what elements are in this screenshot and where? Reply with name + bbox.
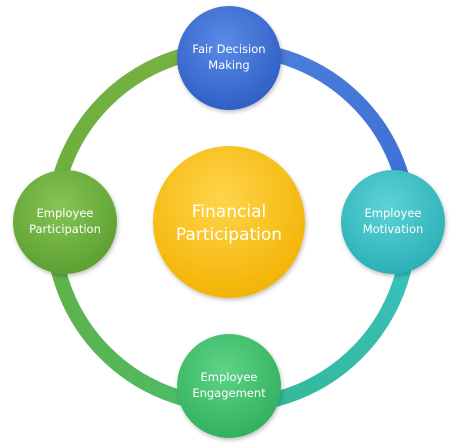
node-bottom: Employee Engagement [177, 334, 281, 438]
node-right-label-line1: Employee [365, 206, 422, 220]
center-circle [153, 146, 305, 298]
node-left: Employee Participation [13, 170, 117, 274]
node-bottom-label-line1: Employee [201, 370, 258, 384]
node-bottom-label-line2: Engagement [192, 386, 266, 400]
node-right-label-line2: Motivation [363, 222, 424, 236]
node-top: Fair Decision Making [177, 6, 281, 110]
center-label-line2: Participation [176, 225, 282, 245]
node-right: Employee Motivation [341, 170, 445, 274]
node-top-label-line2: Making [208, 58, 249, 72]
node-top-circle [177, 6, 281, 110]
node-left-label-line1: Employee [37, 206, 94, 220]
node-bottom-circle [177, 334, 281, 438]
center-node: Financial Participation [153, 146, 305, 298]
node-left-circle [13, 170, 117, 274]
node-left-label-line2: Participation [29, 222, 101, 236]
node-right-circle [341, 170, 445, 274]
node-top-label-line1: Fair Decision [192, 42, 265, 56]
center-label-line1: Financial [192, 202, 266, 222]
